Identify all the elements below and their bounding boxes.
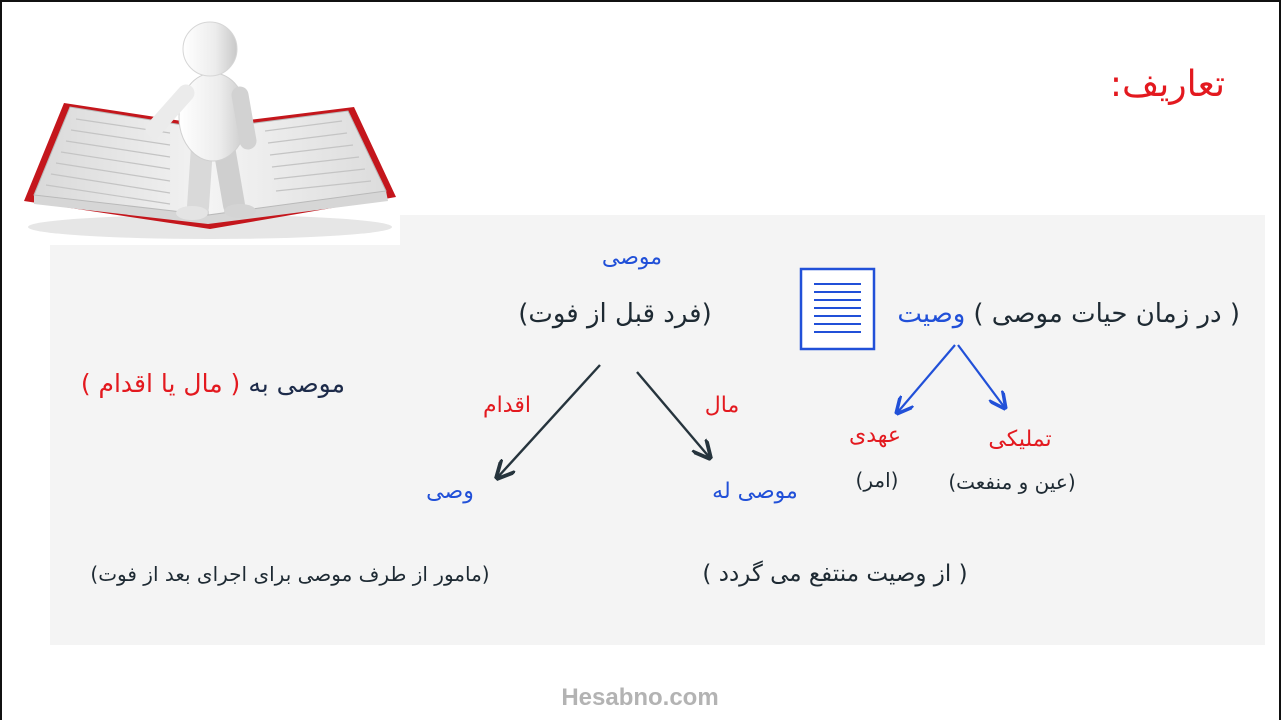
branch-property: مال: [704, 393, 740, 418]
note-beneficiary: ( از وصیت منتفع می گردد ): [702, 561, 968, 587]
slide-title: تعاریف:: [1109, 64, 1225, 105]
label-will: وصیت: [897, 299, 966, 329]
label-bequest: موصی به: [248, 369, 345, 398]
note-will: ( در زمان حیات موصی ): [973, 299, 1240, 329]
note-testator: (فرد قبل از فوت): [518, 299, 712, 329]
label-executor: وصی: [426, 479, 474, 504]
note-bequest: ( مال یا اقدام ): [80, 369, 241, 398]
book-text-lines: [45, 118, 372, 205]
figure: [145, 21, 257, 220]
person-on-book-icon: [24, 21, 396, 239]
bequest-line: موصی به ( مال یا اقدام ): [81, 368, 345, 399]
will-type-covenant: عهدی: [848, 423, 902, 448]
label-testator: موصی: [601, 245, 663, 270]
person-on-book-illustration: [20, 15, 400, 245]
branch-action: اقدام: [483, 393, 531, 418]
will-line: ( در زمان حیات موصی ) وصیت: [897, 298, 1240, 331]
footer-watermark: Hesabno.com: [561, 684, 719, 711]
book-page-edge: [34, 191, 388, 224]
note-executor: (مامور از طرف موصی برای اجرای بعد از فوت…: [90, 562, 490, 586]
label-beneficiary: موصی له: [712, 479, 798, 504]
note-covenant: (امر): [855, 468, 899, 492]
note-ownership: (عین و منفعت): [948, 470, 1076, 494]
will-type-ownership: تملیکی: [988, 427, 1052, 452]
